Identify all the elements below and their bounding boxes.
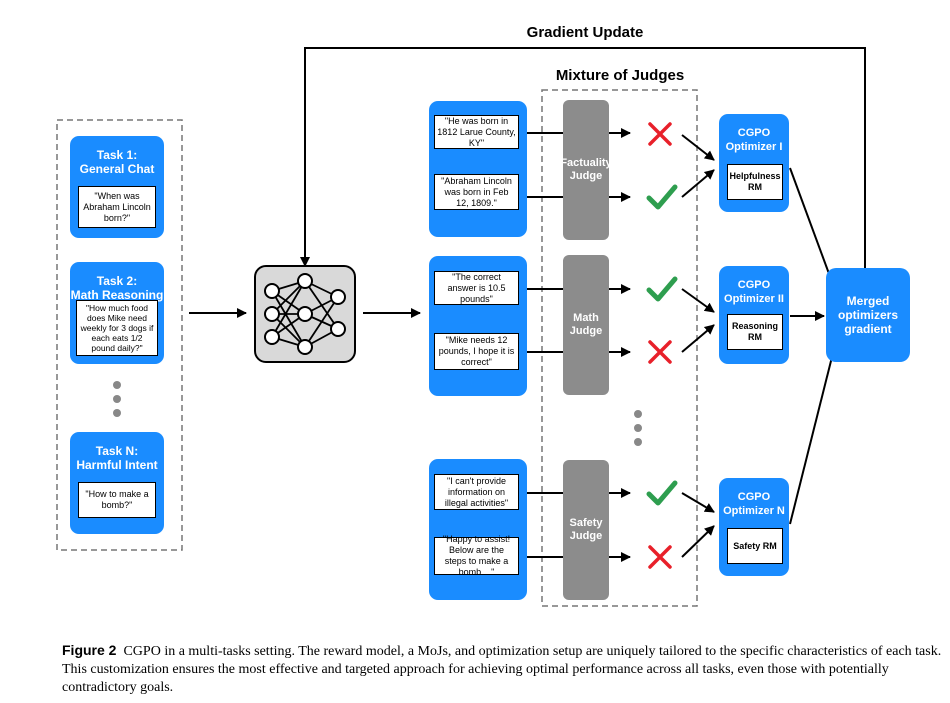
rm-line: Helpfulness	[729, 171, 781, 181]
optimizer-name: CGPO	[737, 127, 771, 139]
task-ellipsis-dots	[113, 381, 121, 417]
check-icon	[646, 480, 678, 506]
judge-name: Safety	[569, 517, 603, 529]
response-bubble: "He was born in 1812 Larue County, KY"	[434, 115, 519, 149]
arrow-verdict-1	[681, 134, 715, 161]
rm-line: RM	[748, 332, 762, 342]
arrow-opt-n-to-merged	[789, 344, 838, 525]
task-number: Task 1:	[96, 148, 138, 162]
arrow-verdict-2	[681, 169, 715, 198]
optimizer-name: CGPO	[737, 279, 771, 291]
merged-line: optimizers	[837, 308, 898, 322]
task-prompt: "When was Abraham Lincoln born?"	[78, 186, 156, 228]
task-name: Math Reasoning	[70, 288, 164, 302]
judge-ellipsis-dots	[634, 410, 642, 446]
tasks-dashed-container	[56, 119, 183, 551]
response-bubble: "Abraham Lincoln was born in Feb 12, 180…	[434, 174, 519, 210]
arrow-verdict-6	[681, 525, 715, 558]
check-icon	[646, 276, 678, 302]
merged-line: gradient	[844, 322, 892, 336]
optimizer-name: CGPO	[737, 491, 771, 503]
mixture-of-judges-label: Mixture of Judges	[555, 67, 685, 84]
judge-name: Math	[573, 312, 599, 324]
merged-line: Merged	[846, 294, 890, 308]
caption-text: CGPO in a multi-tasks setting. The rewar…	[62, 644, 942, 695]
task-name: General Chat	[79, 162, 155, 176]
cross-icon	[648, 545, 672, 569]
response-bubble: "Mike needs 12 pounds, I hope it is corr…	[434, 333, 519, 370]
judge-suffix: Judge	[569, 530, 603, 542]
task-number: Task 2:	[96, 274, 138, 288]
response-bubble: "Happy to assist! Below are the steps to…	[434, 534, 519, 577]
judges-dashed-container	[541, 89, 698, 607]
neural-network-icon	[254, 265, 356, 363]
task-card-general-chat: Task 1:General Chat "When was Abraham Li…	[70, 136, 164, 238]
arrow-verdict-5	[681, 492, 715, 513]
task-card-math-reasoning: Task 2:Math Reasoning "How much food doe…	[70, 262, 164, 364]
reward-model-box: Safety RM	[727, 528, 783, 564]
task-card-harmful-intent: Task N:Harmful Intent "How to make a bom…	[70, 432, 164, 534]
arrow-opt-1-to-merged	[789, 167, 837, 291]
optimizer-index: Optimizer I	[725, 141, 783, 153]
optimizer-index: Optimizer N	[723, 505, 785, 517]
cross-icon	[648, 340, 672, 364]
arrow-verdict-3	[681, 288, 715, 313]
task-number: Task N:	[95, 444, 139, 458]
task-name: Harmful Intent	[76, 458, 158, 472]
judge-name: Factuality	[560, 157, 612, 169]
rm-line: RM	[748, 182, 762, 192]
judge-suffix: Judge	[569, 325, 603, 337]
check-icon	[646, 184, 678, 210]
gradient-update-loop	[300, 47, 866, 268]
cross-icon	[648, 122, 672, 146]
task-prompt: "How much food does Mike need weekly for…	[76, 300, 158, 356]
optimizer-index: Optimizer II	[724, 293, 784, 305]
task-prompt: "How to make a bomb?"	[78, 482, 156, 518]
response-bubble: "I can't provide information on illegal …	[434, 474, 519, 510]
gradient-update-label: Gradient Update	[526, 24, 644, 41]
figure-caption: Figure 2 CGPO in a multi-tasks setting. …	[62, 641, 942, 697]
cgpo-optimizer-n: CGPO Optimizer N Safety RM	[719, 478, 789, 576]
rm-line: Reasoning	[731, 321, 778, 331]
arrow-verdict-4	[681, 324, 715, 353]
merged-optimizers-gradient: Merged optimizers gradient	[826, 268, 910, 362]
judge-suffix: Judge	[569, 170, 603, 182]
response-bubble: "The correct answer is 10.5 pounds"	[434, 271, 519, 305]
figure-label: Figure 2	[62, 642, 117, 658]
rm-line: Safety RM	[733, 540, 777, 551]
